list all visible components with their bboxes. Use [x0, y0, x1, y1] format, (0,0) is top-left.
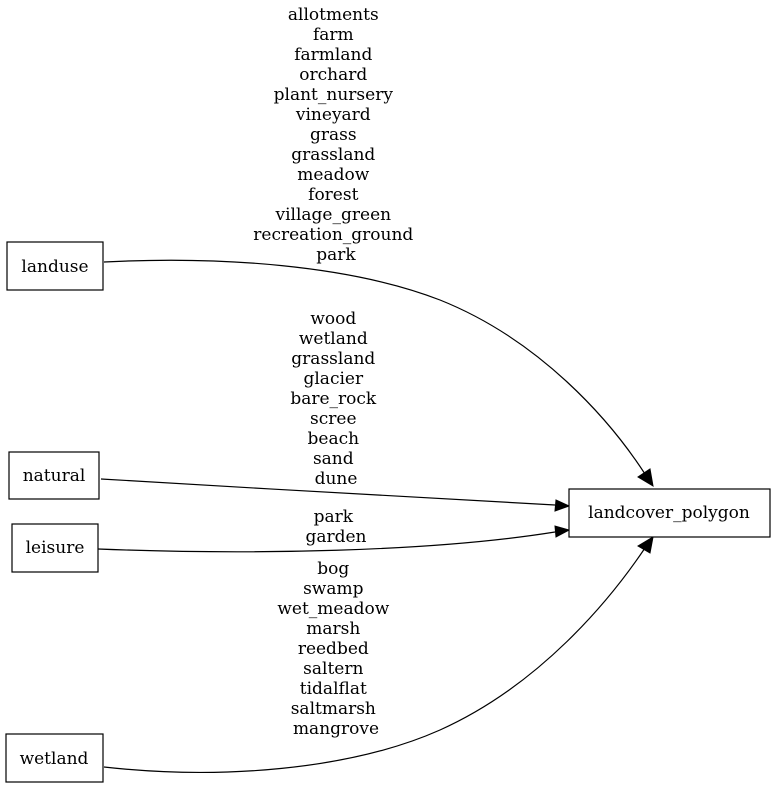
edge-label: recreation_ground [253, 225, 413, 245]
edge-label: bare_rock [290, 389, 377, 409]
edge-label: reedbed [298, 639, 369, 659]
edge-label: marsh [306, 619, 360, 639]
node-leisure-label: leisure [26, 538, 85, 558]
edge-label: sand [313, 449, 354, 469]
edge-wetland: bog swamp wet_meadow marsh reedbed salte… [103, 535, 654, 773]
edge-label: tidalflat [300, 679, 367, 699]
edge-natural: wood wetland grassland glacier bare_rock… [100, 309, 571, 512]
arrowhead-icon [637, 468, 654, 487]
node-leisure-box [11, 523, 99, 573]
node-natural-box [8, 451, 100, 500]
node-landcover-polygon-label: landcover_polygon [588, 503, 750, 523]
edge-labels-leisure: park garden [305, 507, 366, 547]
edge-label: village_green [275, 205, 392, 225]
node-natural-label: natural [23, 466, 86, 486]
edge-labels-natural: wood wetland grassland glacier bare_rock… [290, 309, 381, 489]
edge-label: grassland [291, 145, 375, 165]
edge-label: wood [310, 309, 356, 329]
edge-labels-landuse: allotments farm farmland orchard plant_n… [253, 5, 418, 265]
edge-label: bog [317, 559, 349, 579]
edge-label: mangrove [293, 719, 379, 739]
edge-label: meadow [297, 165, 369, 185]
edge-label: glacier [303, 369, 363, 389]
edge-label: beach [308, 429, 360, 449]
edge-line-wetland [103, 547, 646, 773]
edge-line-leisure [97, 531, 556, 553]
arrowhead-icon [554, 499, 571, 512]
edge-label: swamp [303, 579, 364, 599]
node-landcover-polygon[interactable]: landcover_polygon [568, 488, 771, 538]
node-natural[interactable]: natural [8, 451, 100, 500]
node-wetland[interactable]: wetland [5, 733, 104, 783]
edge-label: orchard [299, 65, 367, 85]
edge-label: farm [313, 25, 354, 45]
arrowhead-icon [554, 525, 571, 538]
edge-labels-wetland: bog swamp wet_meadow marsh reedbed salte… [277, 559, 394, 739]
arrowhead-icon [637, 535, 654, 554]
edge-landuse: allotments farm farmland orchard plant_n… [103, 5, 654, 487]
node-wetland-box [5, 733, 104, 783]
edge-label: dune [315, 469, 358, 489]
edge-label: park [316, 245, 356, 265]
node-landuse-label: landuse [21, 257, 88, 277]
edge-label: grass [310, 125, 357, 145]
node-landuse-box [6, 241, 104, 291]
edge-label: grassland [291, 349, 375, 369]
edge-label: plant_nursery [274, 85, 394, 105]
node-leisure[interactable]: leisure [11, 523, 99, 573]
edge-label: allotments [288, 5, 379, 25]
edge-label: farmland [294, 45, 372, 65]
edge-label: garden [305, 527, 366, 547]
edge-label: forest [308, 185, 358, 205]
node-landcover-polygon-box [568, 488, 771, 538]
edge-label: saltmarsh [291, 699, 376, 719]
edge-line-natural [100, 478, 556, 506]
edge-leisure: park garden [97, 507, 571, 553]
edge-line-landuse [103, 259, 646, 475]
edge-label: wetland [299, 329, 368, 349]
edge-label: park [314, 507, 354, 527]
node-wetland-label: wetland [20, 749, 89, 769]
edge-label: wet_meadow [277, 599, 389, 619]
node-landuse[interactable]: landuse [6, 241, 104, 291]
edge-label: scree [310, 409, 357, 429]
edge-label: vineyard [295, 105, 371, 125]
edge-label: saltern [303, 659, 363, 679]
